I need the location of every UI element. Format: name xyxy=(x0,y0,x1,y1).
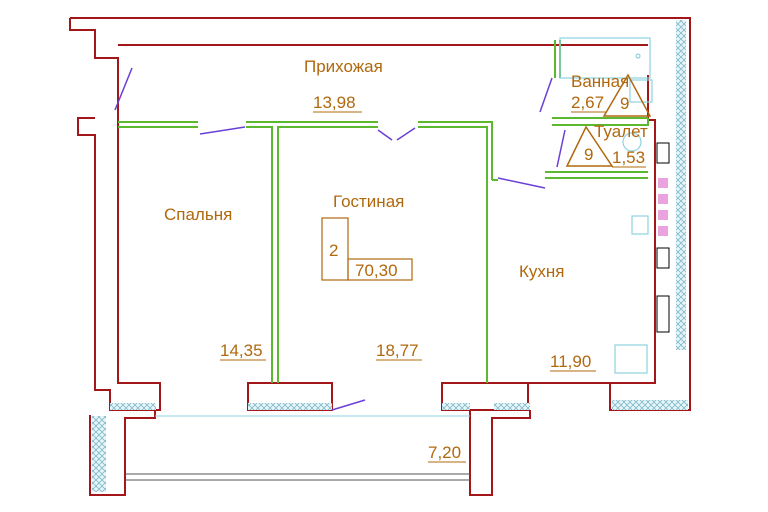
balcony-area: 7,20 xyxy=(428,443,461,462)
apartment-summary-box: 2 70,30 xyxy=(321,217,413,281)
wall-insulation xyxy=(442,403,470,410)
wall-insulation xyxy=(676,20,686,120)
bath-mark: 9 xyxy=(620,94,629,113)
stove xyxy=(614,344,648,374)
room-area-hall: 13,98 xyxy=(313,93,356,112)
wall-insulation xyxy=(494,403,530,410)
ceiling-mark-triangle xyxy=(565,125,614,167)
wall-insulation xyxy=(248,403,332,410)
balcony-glazing xyxy=(125,415,470,481)
partitions xyxy=(118,40,649,383)
toilet-bowl xyxy=(622,132,642,152)
room-area-toilet: 1,53 xyxy=(612,148,645,167)
wall-insulation xyxy=(676,120,686,350)
room-name-bath: Ванная xyxy=(571,72,629,91)
toilet-mark: 9 xyxy=(584,145,593,164)
room-area-living: 18,77 xyxy=(376,341,419,360)
ceiling-mark-triangle xyxy=(602,73,652,117)
room-name-bedroom: Спальня xyxy=(164,205,232,224)
room-area-bedroom: 14,35 xyxy=(220,341,263,360)
rooms-count: 2 xyxy=(329,241,338,260)
doors xyxy=(114,67,566,411)
wall-insulation xyxy=(110,403,156,410)
bathtub xyxy=(559,37,651,79)
wall-insulation xyxy=(92,416,106,492)
total-area: 70,30 xyxy=(355,261,398,280)
wall-insulation xyxy=(612,400,688,410)
kitchen-sink xyxy=(631,215,649,235)
room-area-kitchen: 11,90 xyxy=(550,352,591,371)
room-name-hall: Прихожая xyxy=(304,57,383,76)
room-name-living: Гостиная xyxy=(333,192,404,211)
sink xyxy=(629,79,653,103)
room-name-kitchen: Кухня xyxy=(519,262,565,281)
utility-risers xyxy=(656,142,670,333)
room-area-bath: 2,67 xyxy=(571,93,604,112)
room-name-toilet: Туалет xyxy=(594,122,648,141)
